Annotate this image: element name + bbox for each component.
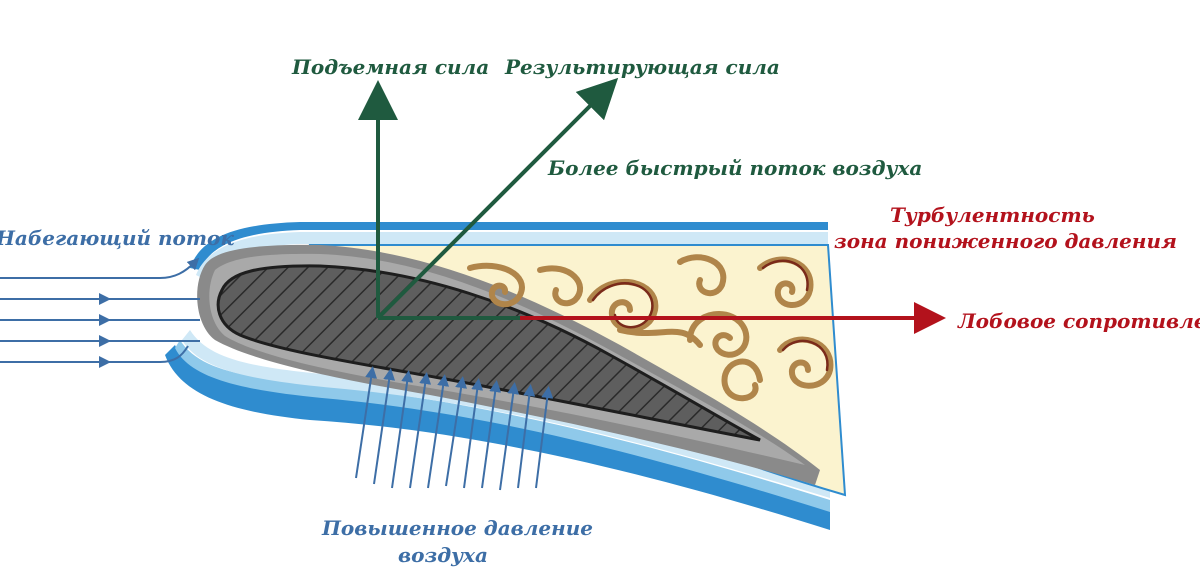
pressure-arrows <box>355 366 554 491</box>
high-pressure-label-1: Повышенное давление <box>321 516 593 540</box>
high-pressure-label-2: воздуха <box>398 543 488 567</box>
lower-airflow-bands <box>165 330 830 530</box>
fast-flow-label: Более быстрый поток воздуха <box>547 156 922 180</box>
force-arrows <box>358 77 946 334</box>
airfoil <box>216 264 761 442</box>
drag-label: Лобовое сопротивление <box>957 309 1200 333</box>
turbulence-label: Турбулентность <box>890 203 1095 227</box>
incoming-flow-arrows <box>0 257 200 368</box>
resultant-label: Результирующая сила <box>504 55 780 79</box>
low-pressure-label: зона пониженного давления <box>834 229 1177 253</box>
lift-label: Подъемная сила <box>291 55 489 79</box>
resultant-arrow <box>376 77 619 320</box>
turbulence-swirls-dark <box>591 259 829 372</box>
oncoming-flow-label: Набегающий поток <box>0 226 234 250</box>
